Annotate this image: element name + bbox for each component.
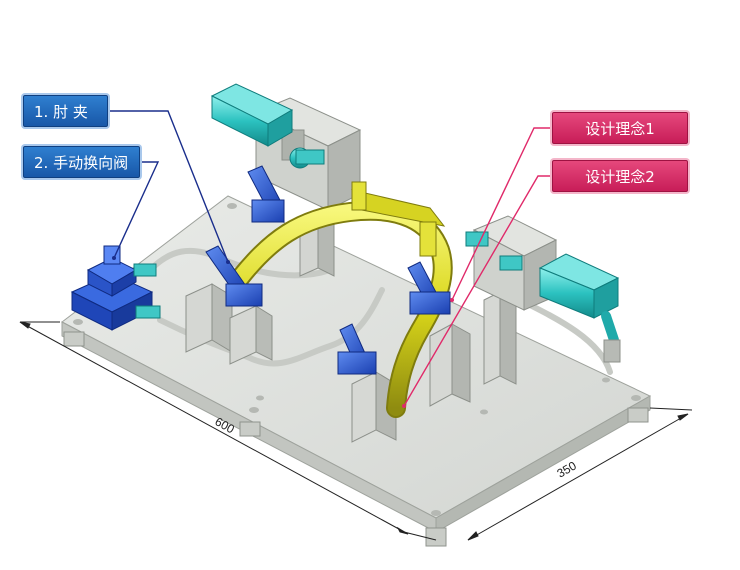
mounting-holes (73, 203, 641, 516)
callout-design-concept-1: 设计理念1 (552, 112, 688, 144)
callout-design-concept-2: 设计理念2 (552, 160, 688, 192)
air-cylinder-right (465, 231, 621, 363)
workpiece-tube (230, 181, 453, 418)
callout-elbow-clamp: 1. 肘 夹 (23, 95, 108, 127)
callout-manual-valve: 2. 手动换向阀 (23, 146, 140, 178)
toggle-clamps (205, 165, 451, 375)
leader-lines (108, 110, 552, 408)
air-cylinder-rear (210, 83, 325, 169)
dimension-lines (19, 321, 693, 541)
manual-valve (70, 245, 161, 331)
